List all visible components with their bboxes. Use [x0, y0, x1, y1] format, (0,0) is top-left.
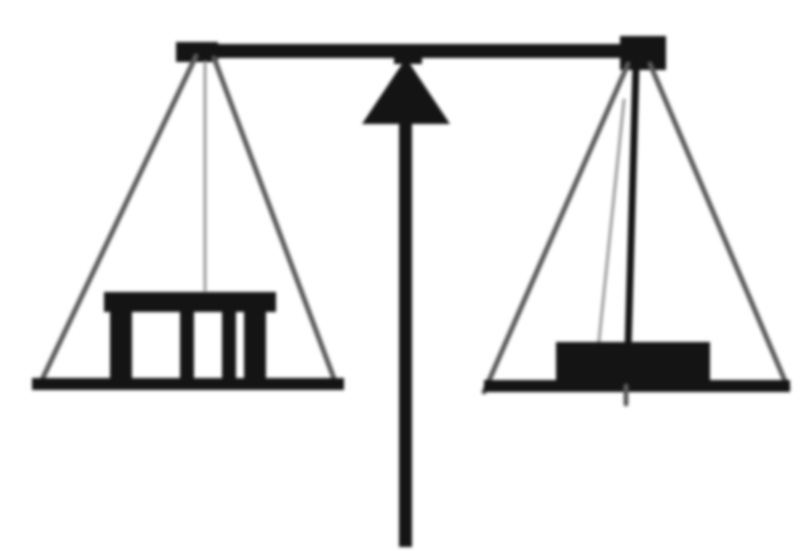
right-pan-string-aux — [598, 100, 624, 350]
brick-weight-object — [556, 342, 710, 386]
right-pan-string-outer-right — [650, 64, 788, 388]
stool-object — [104, 292, 276, 384]
stool-leg-right — [244, 308, 266, 384]
stool-leg-mid-right — [222, 308, 236, 384]
stool-leg-mid-left — [180, 308, 194, 384]
balance-beam — [182, 44, 658, 58]
center-pole — [399, 112, 412, 547]
stool-leg-left — [110, 308, 132, 384]
pivot-triangle — [362, 58, 450, 124]
right-pan-string-center — [628, 66, 636, 350]
